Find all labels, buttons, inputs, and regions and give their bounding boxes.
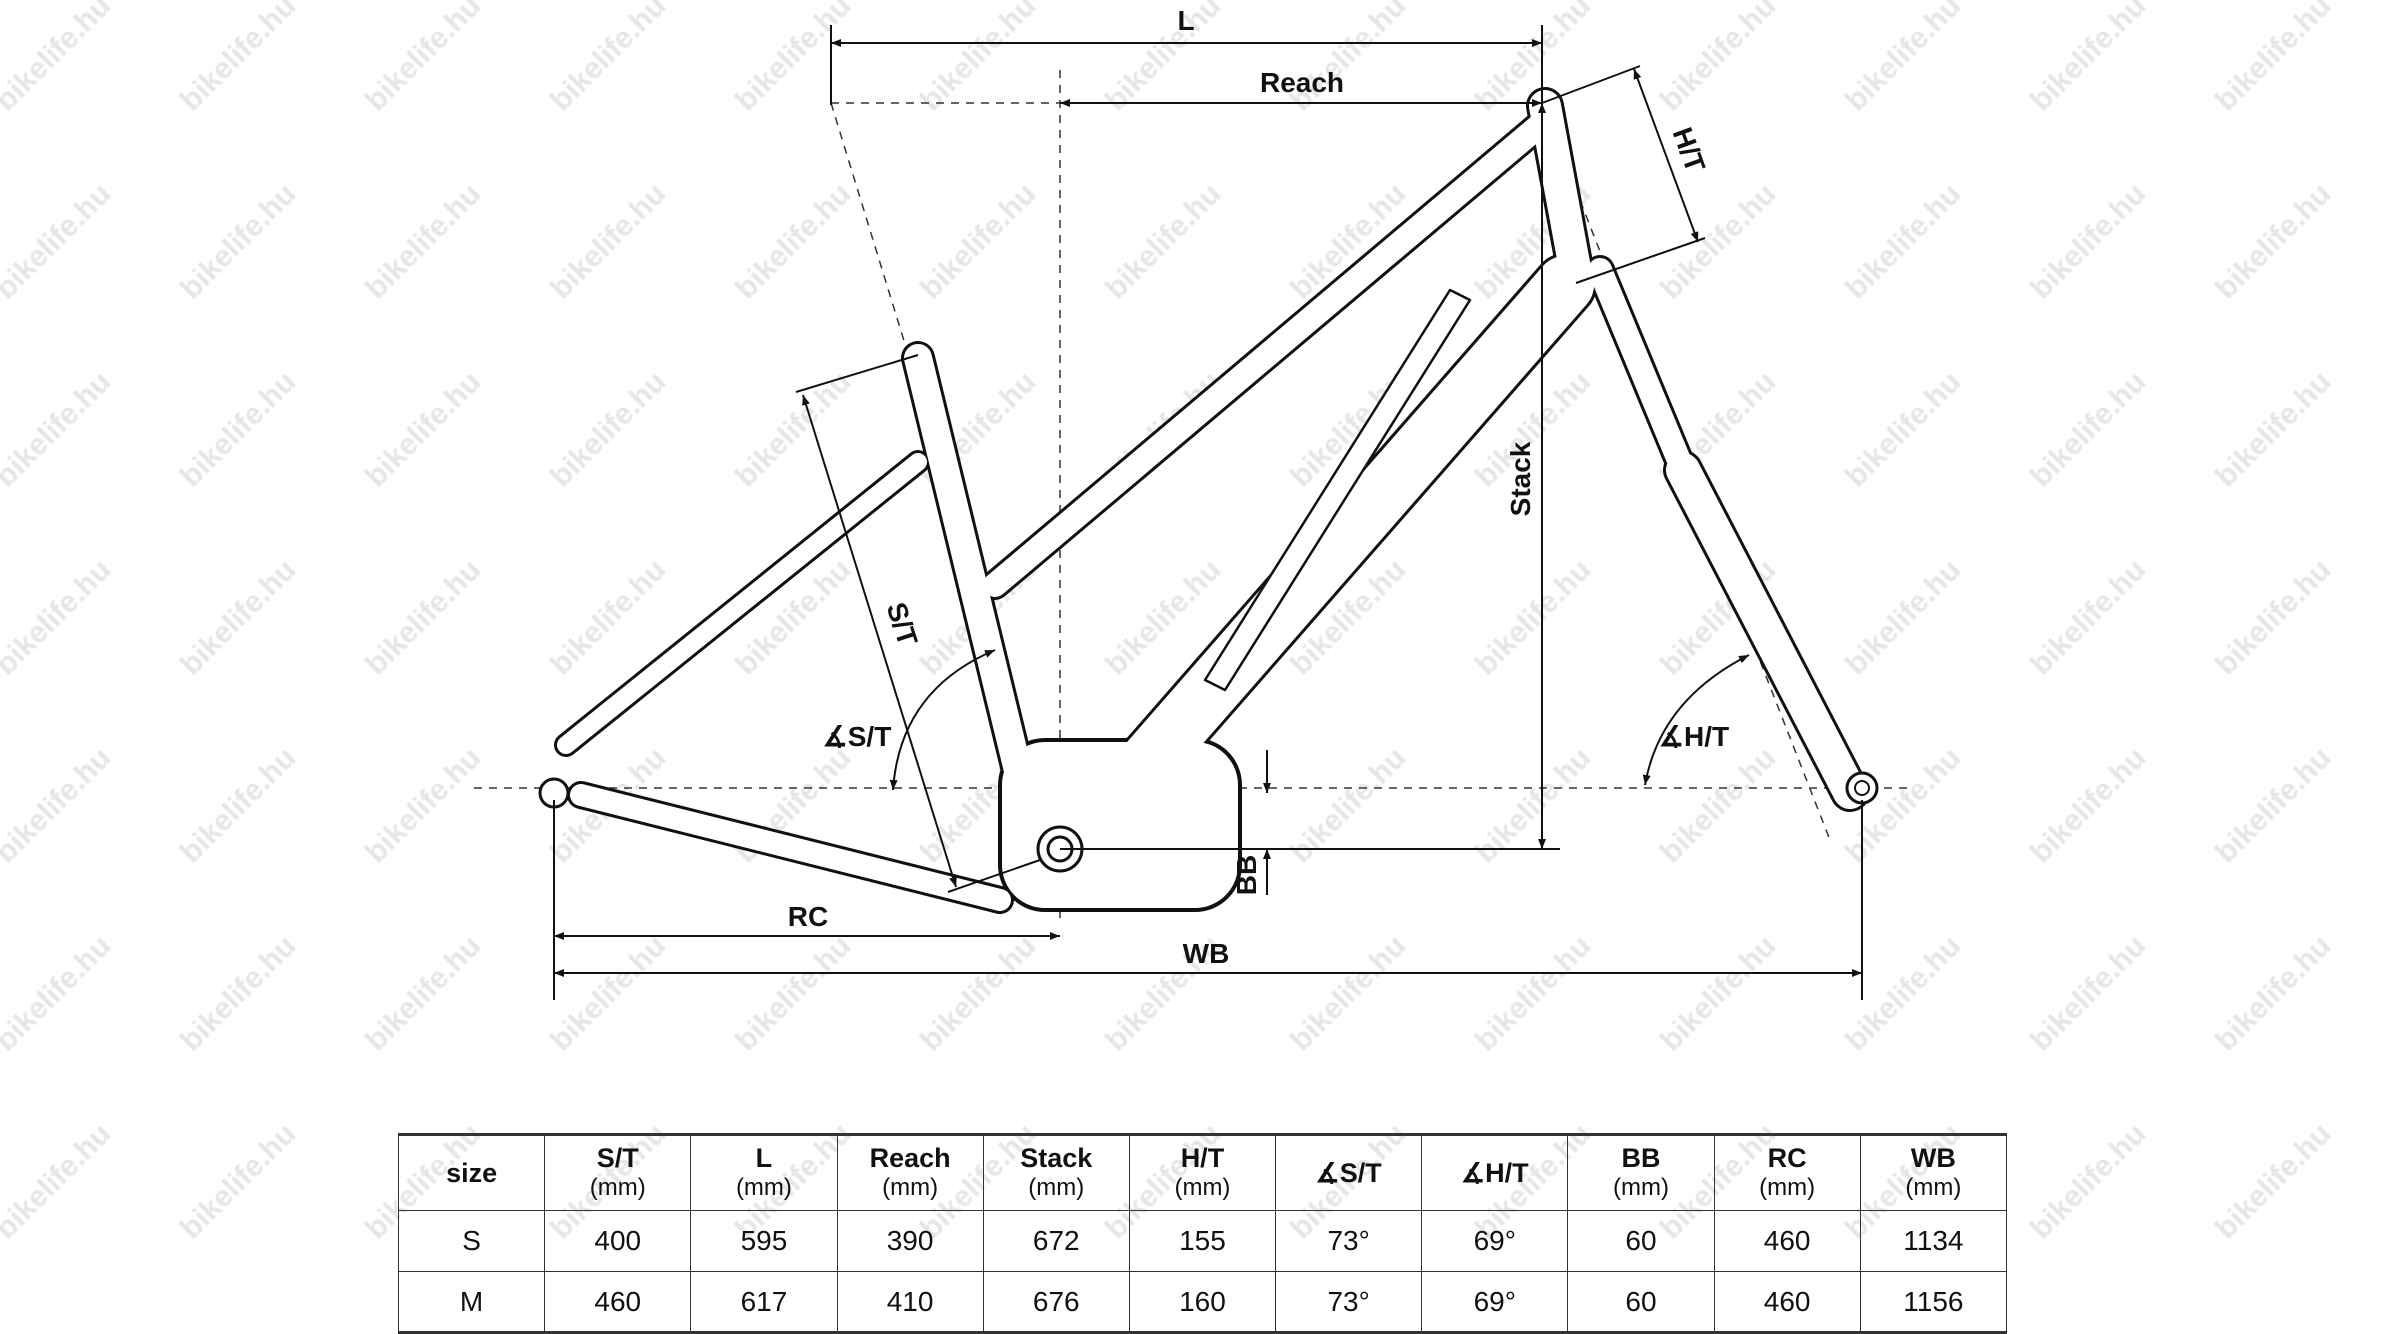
label-rear-center: RC [788,901,828,932]
label-head-tube-angle: ∡H/T [1659,721,1729,752]
cell: 460 [1713,1210,1861,1272]
header-label: H/T [1180,1143,1225,1173]
table-row: M 460 617 410 676 160 73° 69° 60 460 115… [397,1271,2008,1333]
label-wheelbase: WB [1183,938,1230,969]
table-row: S 400 595 390 672 155 73° 69° 60 460 113… [397,1210,2008,1272]
cell: 672 [982,1210,1130,1272]
header-unit: (mm) [1612,1174,1669,1201]
header-unit: (mm) [1759,1174,1816,1201]
header-label: S/T [596,1143,639,1173]
header-head-tube: H/T(mm) [1128,1134,1277,1211]
cell: 617 [690,1271,838,1333]
header-rc: RC(mm) [1713,1134,1861,1211]
cell: 160 [1128,1271,1277,1333]
cell: M [397,1271,546,1333]
cell: 60 [1567,1210,1715,1272]
cell: 1156 [1859,1271,2008,1333]
cell: 155 [1128,1210,1277,1272]
header-unit: (mm) [735,1174,792,1201]
header-length: L(mm) [690,1134,838,1211]
table-header-row: size S/T(mm) L(mm) Reach(mm) Stack(mm) H… [397,1134,2008,1211]
cell: 460 [1713,1271,1861,1333]
label-stack: Stack [1505,441,1536,516]
header-label: ∡H/T [1460,1158,1529,1188]
cell: 60 [1567,1271,1715,1333]
cell: S [397,1210,546,1272]
cell: 400 [544,1210,692,1272]
header-unit: (mm) [1174,1174,1231,1201]
label-reach: Reach [1260,67,1344,98]
cell: 460 [544,1271,692,1333]
label-l: L [1177,5,1194,36]
header-unit: (mm) [589,1174,646,1201]
geometry-table: size S/T(mm) L(mm) Reach(mm) Stack(mm) H… [397,1133,2008,1334]
header-bb: BB(mm) [1567,1134,1715,1211]
header-label: WB [1910,1143,1956,1173]
cell: 73° [1275,1271,1423,1333]
header-seat-angle: ∡S/T [1275,1134,1423,1211]
label-seat-tube: S/T [881,599,924,650]
header-unit: (mm) [1905,1174,1962,1201]
cell: 1134 [1859,1210,2008,1272]
header-reach: Reach(mm) [836,1134,984,1211]
header-unit: (mm) [882,1174,939,1201]
header-seat-tube: S/T(mm) [544,1134,692,1211]
cell: 69° [1421,1271,1569,1333]
header-stack: Stack(mm) [982,1134,1130,1211]
header-label: size [446,1158,498,1188]
cell: 69° [1421,1210,1569,1272]
bike-frame [538,87,1879,914]
header-unit: (mm) [1028,1174,1085,1201]
cell: 73° [1275,1210,1423,1272]
label-seat-tube-angle: ∡S/T [823,721,892,752]
cell: 595 [690,1210,838,1272]
header-wb: WB(mm) [1859,1134,2008,1211]
header-label: BB [1621,1143,1661,1173]
header-label: L [755,1143,773,1173]
cell: 676 [982,1271,1130,1333]
header-label: RC [1767,1143,1807,1173]
header-label: Stack [1020,1143,1093,1173]
header-label: Reach [869,1143,951,1173]
cell: 410 [836,1271,984,1333]
label-bottom-bracket: BB [1231,855,1262,895]
header-size: size [397,1134,546,1211]
header-head-angle: ∡H/T [1421,1134,1569,1211]
cell: 390 [836,1210,984,1272]
label-head-tube: H/T [1667,123,1712,176]
header-label: ∡S/T [1315,1158,1382,1188]
